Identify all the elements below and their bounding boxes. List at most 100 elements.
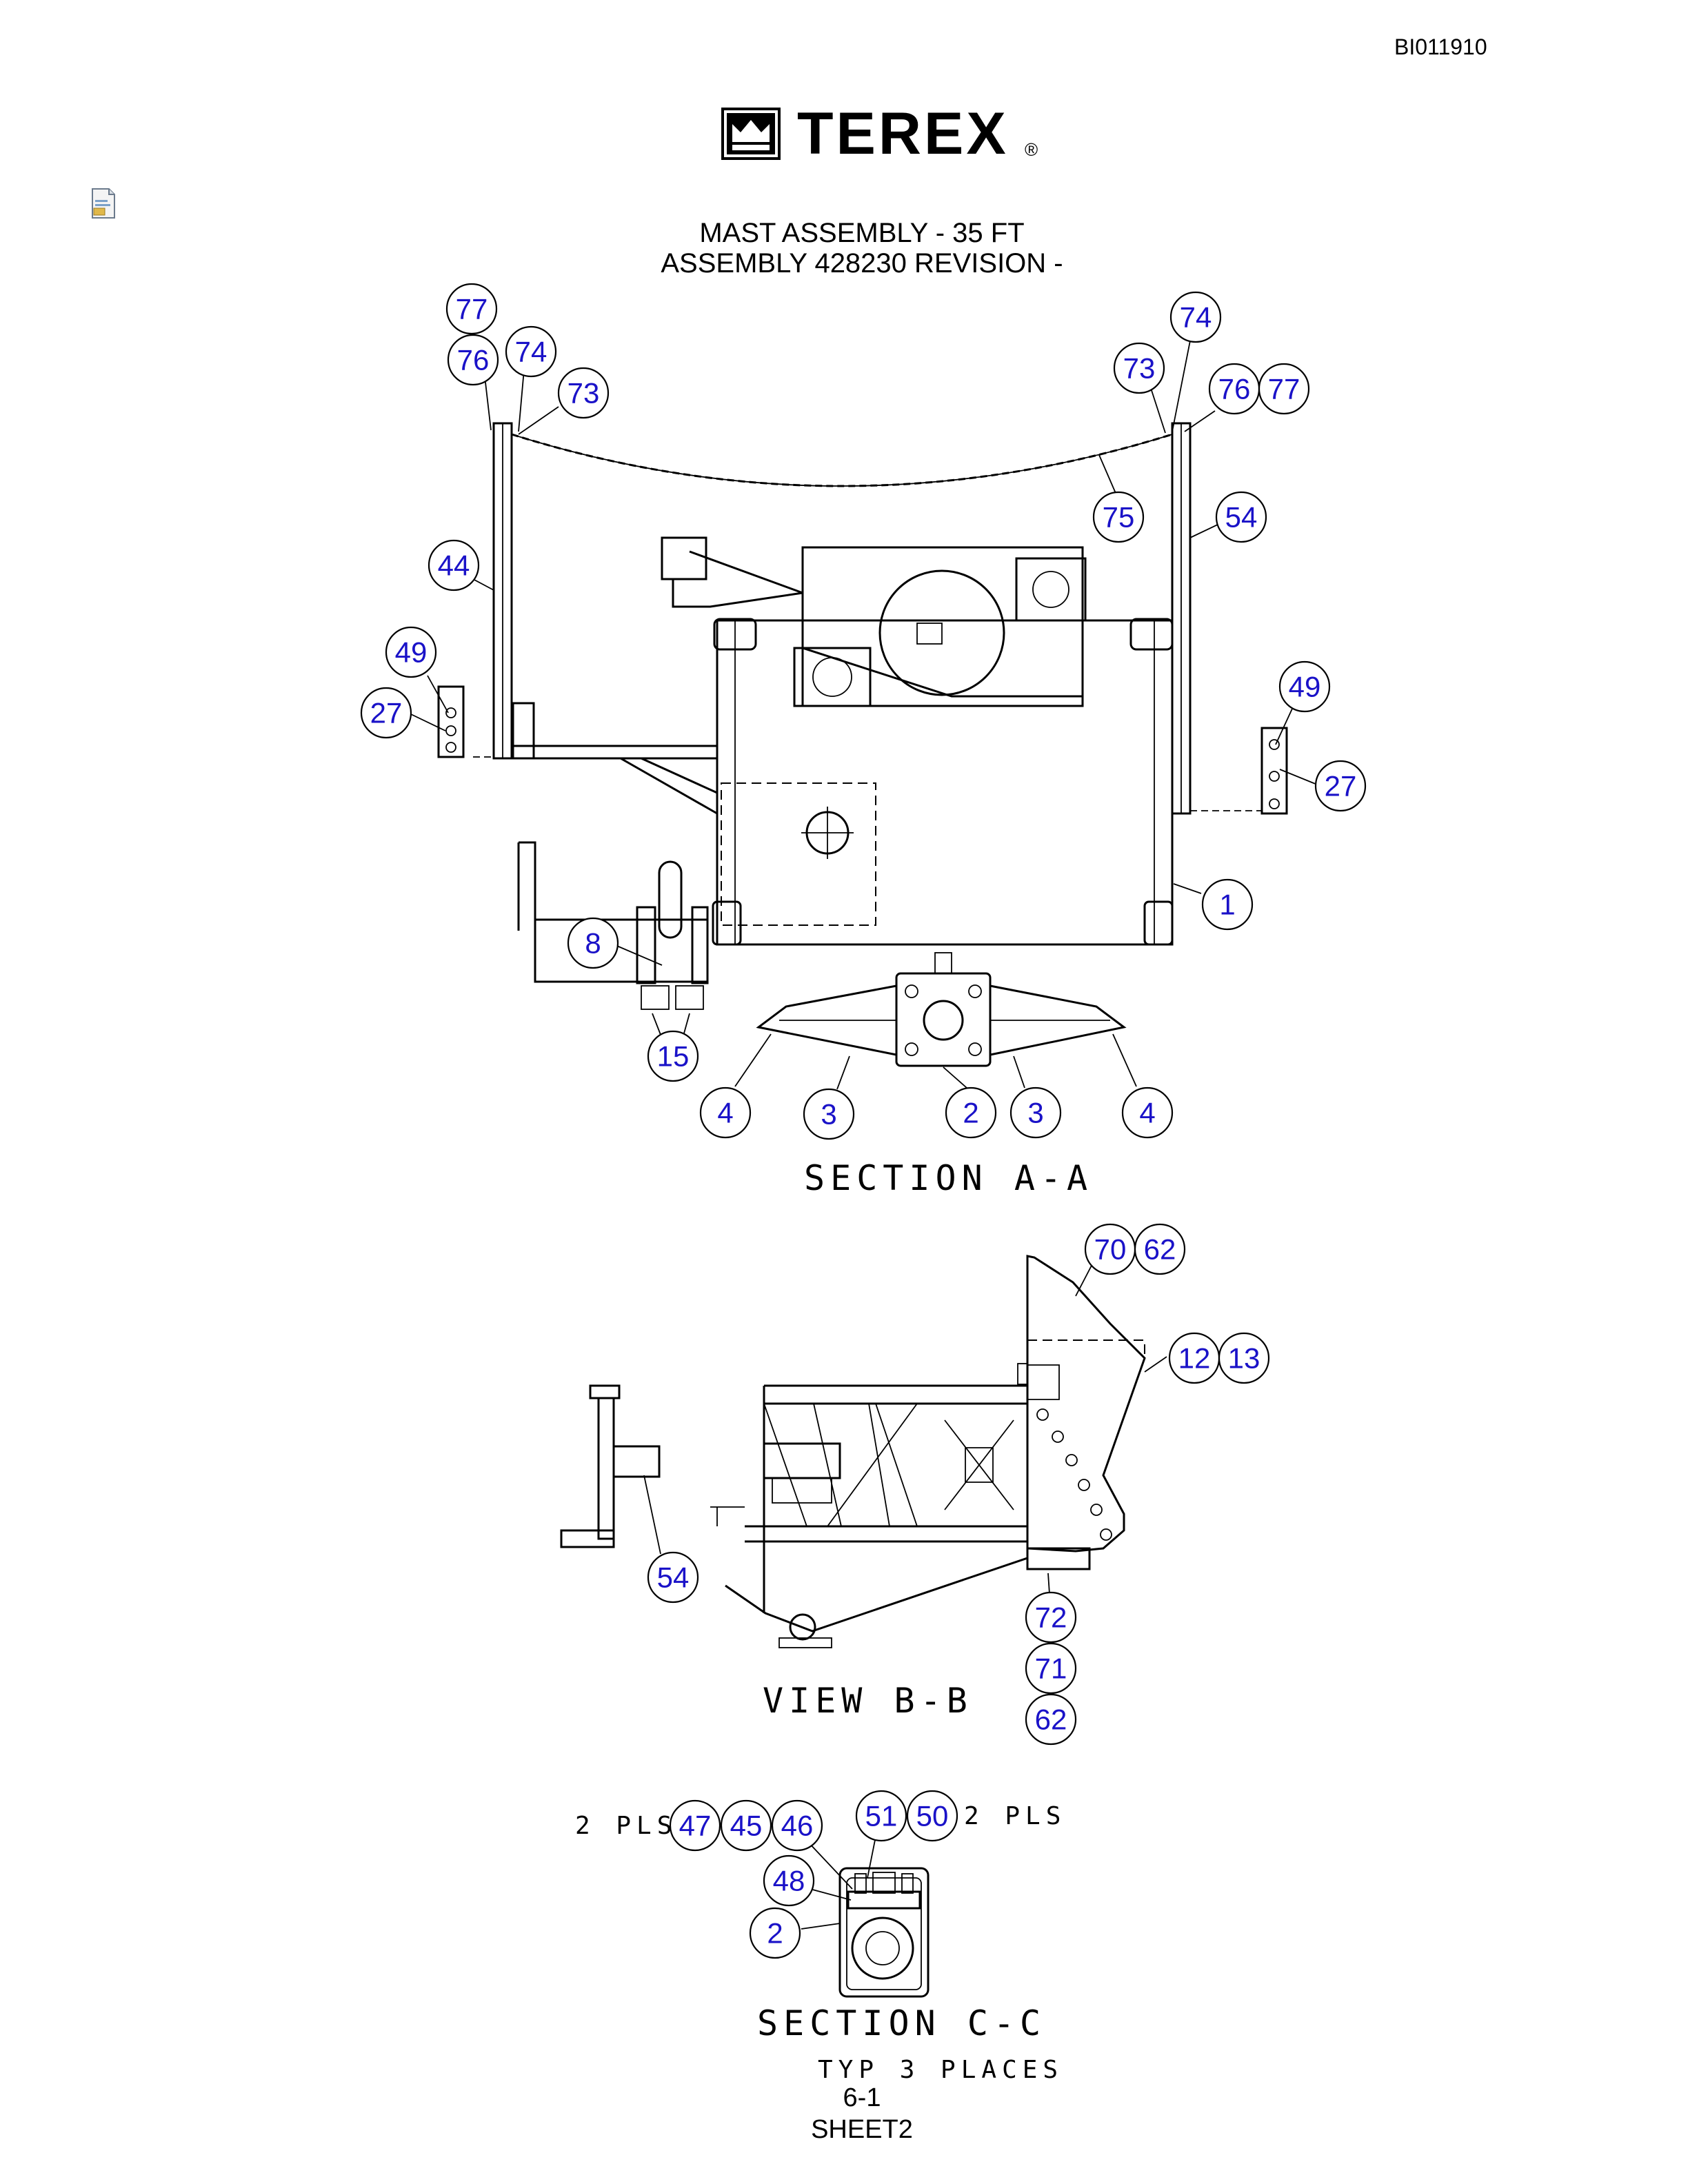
section-aa-drawing [437, 422, 1288, 1067]
document-icon[interactable] [90, 188, 117, 219]
svg-text:27: 27 [370, 697, 403, 729]
svg-text:73: 73 [567, 377, 600, 410]
balloon: 45 [720, 1799, 772, 1852]
terex-crown-icon [721, 108, 781, 160]
balloon: 3 [803, 1088, 855, 1140]
sheet-number: SHEET2 [811, 2115, 913, 2144]
svg-text:1: 1 [1219, 889, 1235, 921]
svg-text:62: 62 [1144, 1233, 1176, 1266]
balloon: 4 [699, 1086, 752, 1139]
svg-text:50: 50 [916, 1800, 949, 1832]
svg-text:71: 71 [1035, 1652, 1067, 1685]
svg-text:51: 51 [865, 1800, 898, 1832]
svg-text:2: 2 [963, 1097, 978, 1129]
balloon: 50 [906, 1790, 958, 1842]
svg-text:15: 15 [657, 1040, 690, 1073]
balloon: 74 [505, 325, 557, 378]
svg-text:3: 3 [821, 1098, 836, 1131]
svg-text:74: 74 [515, 336, 547, 368]
svg-text:54: 54 [657, 1561, 690, 1594]
section-aa-balloons: 77 76 74 73 74 73 76 77 75 54 44 49 27 4… [360, 283, 1367, 1140]
section-cc-leaders [799, 1836, 876, 1930]
svg-text:73: 73 [1123, 352, 1156, 385]
balloon: 62 [1134, 1223, 1186, 1275]
svg-text:49: 49 [1289, 671, 1321, 703]
svg-text:62: 62 [1035, 1703, 1067, 1736]
view-bb-label: VIEW B-B [763, 1681, 973, 1721]
balloon: 49 [385, 626, 437, 678]
balloon: 2 [945, 1086, 997, 1139]
assembly-number: ASSEMBLY 428230 REVISION - [661, 248, 1063, 279]
balloon: 73 [557, 367, 610, 419]
section-aa-label: SECTION A-A [804, 1158, 1093, 1198]
terex-logo: TEREX ® [721, 101, 1041, 167]
view-bb-balloons: 70 62 12 13 54 72 71 62 [647, 1223, 1270, 1746]
svg-text:44: 44 [438, 549, 470, 582]
balloon: 1 [1201, 878, 1254, 931]
balloon: 76 [447, 334, 499, 386]
svg-text:49: 49 [395, 636, 428, 669]
svg-text:4: 4 [1139, 1097, 1155, 1129]
svg-text:77: 77 [456, 293, 488, 325]
balloon: 44 [428, 539, 480, 592]
balloon: 4 [1121, 1086, 1174, 1139]
svg-text:77: 77 [1268, 373, 1300, 405]
section-cc-note: TYP 3 PLACES [818, 2056, 1063, 2084]
svg-text:54: 54 [1225, 501, 1258, 534]
balloon: 70 [1084, 1223, 1136, 1275]
view-bb-leaders [643, 1261, 1167, 1595]
document-id: BI011910 [1394, 34, 1487, 59]
balloon: 77 [1258, 363, 1310, 415]
balloon: 73 [1113, 342, 1165, 394]
svg-text:47: 47 [679, 1810, 712, 1842]
svg-text:3: 3 [1027, 1097, 1043, 1129]
balloon: 2 [749, 1907, 801, 1959]
balloon: 15 [647, 1030, 699, 1082]
view-bb-drawing [560, 1255, 1146, 1648]
logo-wordmark: TEREX [797, 101, 1009, 167]
balloon: 54 [1215, 491, 1267, 543]
svg-text:2: 2 [767, 1917, 783, 1950]
section-cc-label: SECTION C-C [757, 2003, 1046, 2043]
balloon: 71 [1025, 1642, 1077, 1695]
balloon: 3 [1009, 1086, 1062, 1139]
balloon: 27 [1314, 760, 1367, 812]
balloon: 51 [855, 1790, 907, 1842]
svg-text:76: 76 [457, 344, 490, 376]
balloon: 49 [1278, 660, 1331, 713]
svg-text:46: 46 [781, 1810, 814, 1842]
svg-text:27: 27 [1325, 770, 1357, 802]
balloon: 8 [567, 917, 619, 969]
balloon: 47 [669, 1799, 721, 1852]
balloon: 12 [1168, 1332, 1220, 1384]
balloon: 74 [1169, 291, 1222, 343]
svg-text:12: 12 [1178, 1342, 1211, 1375]
balloon: 77 [445, 283, 498, 335]
svg-text:8: 8 [585, 927, 601, 960]
svg-text:48: 48 [773, 1865, 805, 1897]
balloon: 75 [1092, 491, 1145, 543]
svg-text:13: 13 [1228, 1342, 1260, 1375]
svg-text:45: 45 [730, 1810, 763, 1842]
balloon: 13 [1218, 1332, 1270, 1384]
svg-text:76: 76 [1218, 373, 1251, 405]
balloon: 48 [763, 1854, 815, 1907]
svg-text:74: 74 [1180, 301, 1212, 334]
section-cc-drawing [838, 1867, 930, 1998]
balloon: 46 [771, 1799, 823, 1852]
svg-text:70: 70 [1094, 1233, 1127, 1266]
balloon: 76 [1208, 363, 1260, 415]
pls-note-left: 2 PLS [575, 1812, 677, 1840]
page-number: 6-1 [843, 2083, 881, 2112]
balloon: 62 [1025, 1693, 1077, 1746]
drawing-title: MAST ASSEMBLY - 35 FT [699, 218, 1025, 248]
svg-text:4: 4 [717, 1097, 733, 1129]
balloon: 27 [360, 687, 412, 739]
svg-text:75: 75 [1103, 501, 1135, 534]
pls-note-right: 2 PLS [964, 1802, 1066, 1830]
balloon: 72 [1025, 1591, 1077, 1644]
balloon: 54 [647, 1551, 699, 1604]
svg-text:72: 72 [1035, 1601, 1067, 1634]
section-cc-balloons: 47 45 46 51 50 48 2 [669, 1790, 958, 1959]
